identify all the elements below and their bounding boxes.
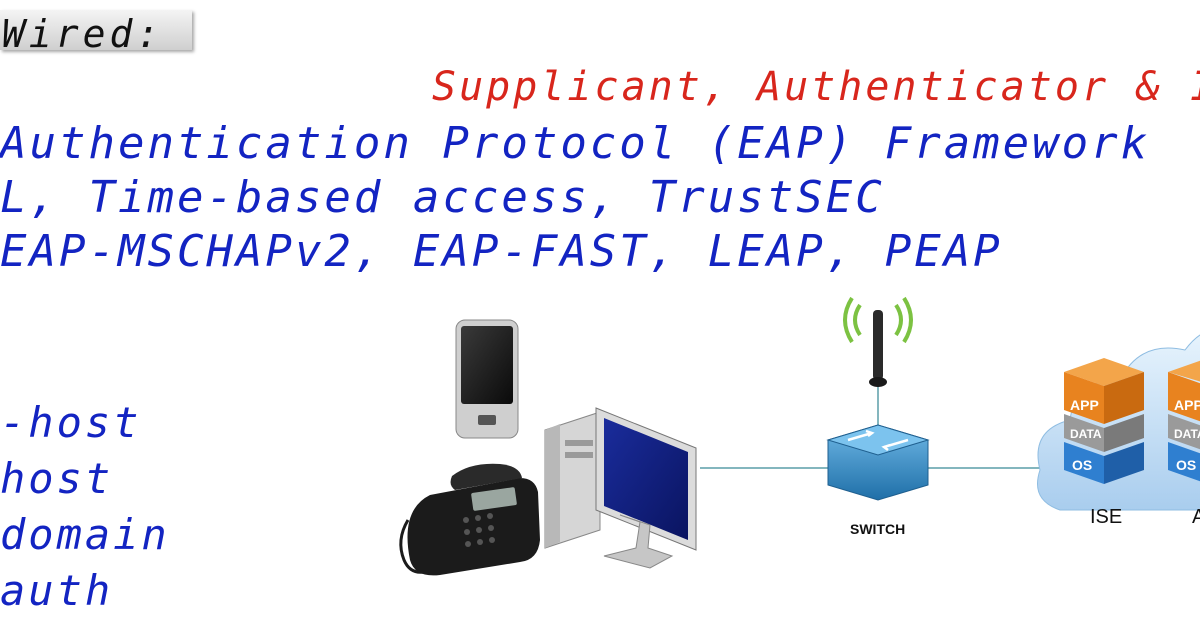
host-mode-item: host: [0, 454, 114, 503]
stack-layer-os: OS: [1072, 457, 1092, 473]
bullet-eap-framework: Authentication Protocol (EAP) Framework: [0, 118, 1151, 169]
desk-phone-icon: [399, 463, 540, 576]
stack-layer-os: OS: [1176, 457, 1196, 473]
wireless-antenna-icon: [843, 296, 913, 387]
host-mode-item: -host: [0, 398, 142, 447]
stack-layer-data: DATA: [1070, 427, 1102, 441]
bullet-eap-methods: EAP-MSCHAPv2, EAP-FAST, LEAP, PEAP: [0, 226, 1003, 277]
topic-heading: Supplicant, Authenticator & IS: [432, 64, 1200, 110]
ise-label: ISE: [1090, 506, 1123, 528]
switch-icon: [826, 424, 930, 501]
stack-layer-app: APP: [1070, 397, 1099, 413]
host-mode-item: auth: [0, 566, 114, 615]
switch-label: SWITCH: [850, 521, 906, 537]
stack-layer-app: APP: [1174, 397, 1200, 413]
bullet-access-features: L, Time-based access, TrustSEC: [0, 172, 885, 223]
title-banner: [0, 10, 192, 50]
ad-server-icon: APP DATA OS: [1168, 360, 1200, 482]
desktop-pc-icon: [544, 407, 697, 569]
ad-label: A: [1192, 506, 1200, 528]
slide-title: Wired:: [2, 12, 164, 56]
host-mode-item: domain: [0, 510, 170, 559]
smartphone-icon: [455, 319, 519, 439]
stack-layer-data: DATA: [1174, 427, 1200, 441]
ise-server-icon: APP DATA OS: [1064, 358, 1144, 484]
